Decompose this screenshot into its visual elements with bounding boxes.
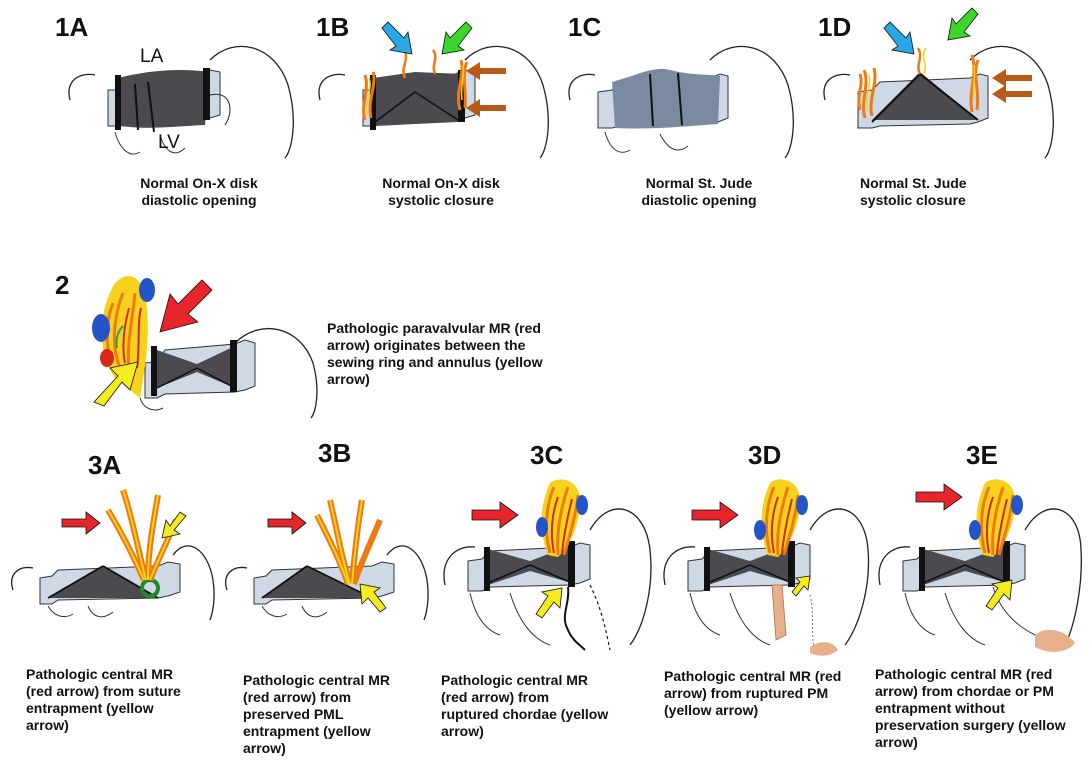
caption-3c: Pathologic central MR (red arrow) from r… (441, 672, 651, 740)
caption-line: Pathologic central MR (26, 666, 226, 683)
panel-label-1c: 1C (568, 12, 601, 43)
valve-illustration-3b (222, 480, 432, 620)
caption-line: systolic closure (860, 192, 1050, 209)
yellow-arrow-3e (984, 578, 1014, 610)
caption-line: Pathologic paravalvular MR (red (327, 320, 627, 337)
red-arrow-3a (62, 512, 100, 534)
caption-line: Normal St. Jude (604, 175, 794, 192)
valve-illustration-3a (8, 480, 218, 620)
left-atrium-label: LA (140, 46, 163, 68)
caption-line: (red arrow) from (441, 689, 651, 706)
orange-arrow-1b-lower (466, 98, 506, 118)
caption-line: Normal St. Jude (860, 175, 1050, 192)
caption-1d: Normal St. Jude systolic closure (860, 175, 1050, 209)
orange-arrow-1d-lower (992, 84, 1032, 104)
red-arrow-3b (268, 512, 306, 534)
caption-line: (red arrow) from suture (26, 683, 226, 700)
caption-line: Pathologic central MR (441, 672, 651, 689)
caption-line: arrow) (875, 734, 1087, 751)
green-arrow-1b (438, 22, 474, 58)
green-arrow-1d (944, 8, 980, 44)
yellow-arrow-3a (160, 512, 188, 540)
caption-line: entrapment (yellow (26, 700, 226, 717)
caption-line: preservation surgery (yellow (875, 717, 1087, 734)
caption-line: arrow) (26, 717, 226, 734)
caption-line: arrow) from ruptured PM (664, 685, 874, 702)
blue-arrow-1d (882, 22, 918, 58)
red-arrow-3c (472, 502, 518, 528)
red-arrow-3d (692, 502, 738, 528)
caption-line: diastolic opening (104, 192, 294, 209)
caption-3e: Pathologic central MR (red arrow) from c… (875, 666, 1087, 751)
blue-arrow-1b (380, 22, 416, 58)
panel-label-2: 2 (55, 270, 69, 301)
caption-line: arrow) originates between the (327, 337, 627, 354)
caption-line: (yellow arrow) (664, 702, 874, 719)
valve-illustration-1b (315, 30, 555, 160)
caption-line: diastolic opening (604, 192, 794, 209)
caption-line: arrow) (327, 371, 627, 388)
caption-line: preserved PML (243, 706, 443, 723)
yellow-arrow-3c (534, 586, 564, 618)
caption-3d: Pathologic central MR (red arrow) from r… (664, 668, 874, 719)
caption-line: ruptured chordae (yellow (441, 706, 651, 723)
red-arrow-3e (916, 484, 962, 510)
panel-label-3c: 3C (530, 440, 563, 471)
caption-line: arrow) from chordae or PM (875, 683, 1087, 700)
yellow-arrow-2 (92, 360, 140, 408)
caption-line: Pathologic central MR (red (875, 666, 1087, 683)
caption-line: entrapment (yellow (243, 723, 443, 740)
caption-line: Pathologic central MR (red (664, 668, 874, 685)
caption-1b: Normal On-X disk systolic closure (346, 175, 536, 209)
caption-line: arrow) (441, 723, 651, 740)
caption-2: Pathologic paravalvular MR (red arrow) o… (327, 320, 627, 388)
panel-label-3d: 3D (748, 440, 781, 471)
panel-label-1a: 1A (55, 12, 88, 43)
caption-line: entrapment without (875, 700, 1087, 717)
valve-illustration-1a (60, 40, 300, 160)
left-ventricle-label: LV (158, 132, 180, 154)
yellow-arrow-3d (790, 574, 812, 596)
caption-3a: Pathologic central MR (red arrow) from s… (26, 666, 226, 734)
orange-arrow-1b-upper (466, 61, 506, 81)
caption-line: arrow) (243, 740, 443, 757)
caption-3b: Pathologic central MR (red arrow) from p… (243, 672, 443, 757)
yellow-arrow-3b (358, 582, 388, 612)
caption-line: Normal On-X disk (346, 175, 536, 192)
caption-1a: Normal On-X disk diastolic opening (104, 175, 294, 209)
caption-line: (red arrow) from (243, 689, 443, 706)
valve-illustration-1c (560, 40, 800, 160)
caption-line: Normal On-X disk (104, 175, 294, 192)
panel-label-3a: 3A (88, 450, 121, 481)
valve-illustration-3e (875, 475, 1085, 660)
caption-line: Pathologic central MR (243, 672, 443, 689)
caption-1c: Normal St. Jude diastolic opening (604, 175, 794, 209)
caption-line: systolic closure (346, 192, 536, 209)
panel-label-3e: 3E (966, 440, 998, 471)
caption-line: sewing ring and annulus (yellow (327, 354, 627, 371)
panel-label-3b: 3B (318, 438, 351, 469)
red-arrow-2 (158, 278, 214, 334)
